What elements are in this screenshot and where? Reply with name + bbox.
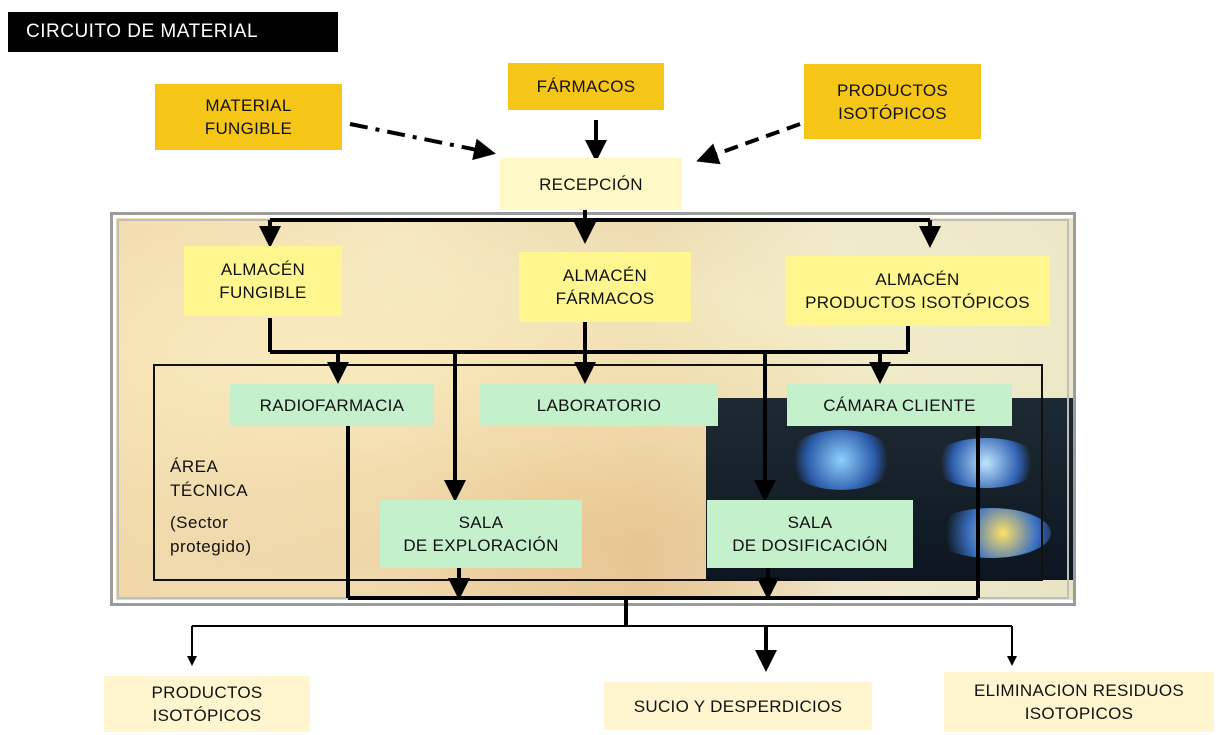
room-sala-exploracion-line2: DE EXPLORACIÓN <box>403 536 559 555</box>
reception-box: RECEPCIÓN <box>500 158 682 210</box>
output-eliminacion-residuos: ELIMINACION RESIDUOS ISOTOPICOS <box>944 672 1214 732</box>
arrow-isotopicos-to-reception <box>696 122 801 165</box>
store-farmacos-line2: FÁRMACOS <box>555 289 655 308</box>
technical-area-line1: ÁREA <box>170 457 219 476</box>
waste-collection <box>346 424 980 626</box>
arrow-fungible-to-reception <box>349 122 496 161</box>
source-material-fungible: MATERIAL FUNGIBLE <box>155 84 342 150</box>
room-sala-exploracion-line1: SALA <box>458 513 504 532</box>
room-radiofarmacia: RADIOFARMACIA <box>230 384 434 426</box>
source-material-fungible-line2: FUNGIBLE <box>204 119 293 138</box>
source-farmacos-label: FÁRMACOS <box>536 77 636 96</box>
output-productos-isotopicos-line2: ISOTÓPICOS <box>152 706 262 725</box>
store-fungible-line2: FUNGIBLE <box>219 283 307 302</box>
source-productos-isotopicos-line2: ISOTÓPICOS <box>838 103 947 123</box>
store-farmacos-line1: ALMACÉN <box>562 266 648 285</box>
scan-blob <box>931 438 1041 488</box>
store-isotopicos-line1: ALMACÉN <box>875 270 960 289</box>
room-sala-dosificacion-line1: SALA <box>787 513 833 532</box>
output-productos-isotopicos-line1: PRODUCTOS <box>151 683 263 702</box>
room-sala-exploracion: SALA DE EXPLORACIÓN <box>380 500 582 568</box>
technical-area-note-line1: (Sector <box>170 513 229 532</box>
source-material-fungible-line1: MATERIAL <box>205 96 292 115</box>
reception-label: RECEPCIÓN <box>539 174 643 194</box>
outer-frame <box>110 212 1076 606</box>
room-sala-dosificacion: SALA DE DOSIFICACIÓN <box>707 500 913 568</box>
store-fungible: ALMACÉN FUNGIBLE <box>184 246 342 316</box>
room-laboratorio-label: LABORATORIO <box>536 395 662 415</box>
output-eliminacion-line1: ELIMINACION RESIDUOS <box>973 681 1185 700</box>
output-sucio-label: SUCIO Y DESPERDICIOS <box>633 696 843 716</box>
scan-blob <box>786 430 896 490</box>
source-productos-isotopicos-line1: PRODUCTOS <box>836 80 948 100</box>
source-productos-isotopicos: PRODUCTOS ISOTÓPICOS <box>804 64 981 139</box>
stores-distribution <box>268 318 910 502</box>
store-isotopicos-line2: PRODUCTOS ISOTÓPICOS <box>805 293 1030 312</box>
technical-area-label: ÁREA TÉCNICA (Sector protegido) <box>170 455 310 559</box>
room-laboratorio: LABORATORIO <box>480 384 718 426</box>
store-fungible-line1: ALMACÉN <box>220 260 306 279</box>
diagram-title: CIRCUITO DE MATERIAL <box>8 12 338 52</box>
output-productos-isotopicos: PRODUCTOS ISOTÓPICOS <box>104 676 310 732</box>
scan-blob <box>931 508 1051 558</box>
store-farmacos: ALMACÉN FÁRMACOS <box>519 252 691 322</box>
output-sucio-desperdicios: SUCIO Y DESPERDICIOS <box>604 682 872 730</box>
source-farmacos: FÁRMACOS <box>508 63 664 110</box>
room-sala-dosificacion-line2: DE DOSIFICACIÓN <box>732 536 888 555</box>
technical-area-note-line2: protegido) <box>170 537 252 556</box>
room-camara-cliente-label: CÁMARA CLIENTE <box>823 395 976 415</box>
scan-image-panel <box>706 398 1076 580</box>
store-productos-isotopicos: ALMACÉN PRODUCTOS ISOTÓPICOS <box>785 256 1050 326</box>
room-camara-cliente: CÁMARA CLIENTE <box>787 384 1012 426</box>
technical-area-line2: TÉCNICA <box>170 481 249 500</box>
output-distribution <box>187 625 1017 672</box>
room-radiofarmacia-label: RADIOFARMACIA <box>259 395 405 415</box>
technical-area-frame <box>153 364 1043 581</box>
output-eliminacion-line2: ISOTOPICOS <box>1024 704 1134 723</box>
